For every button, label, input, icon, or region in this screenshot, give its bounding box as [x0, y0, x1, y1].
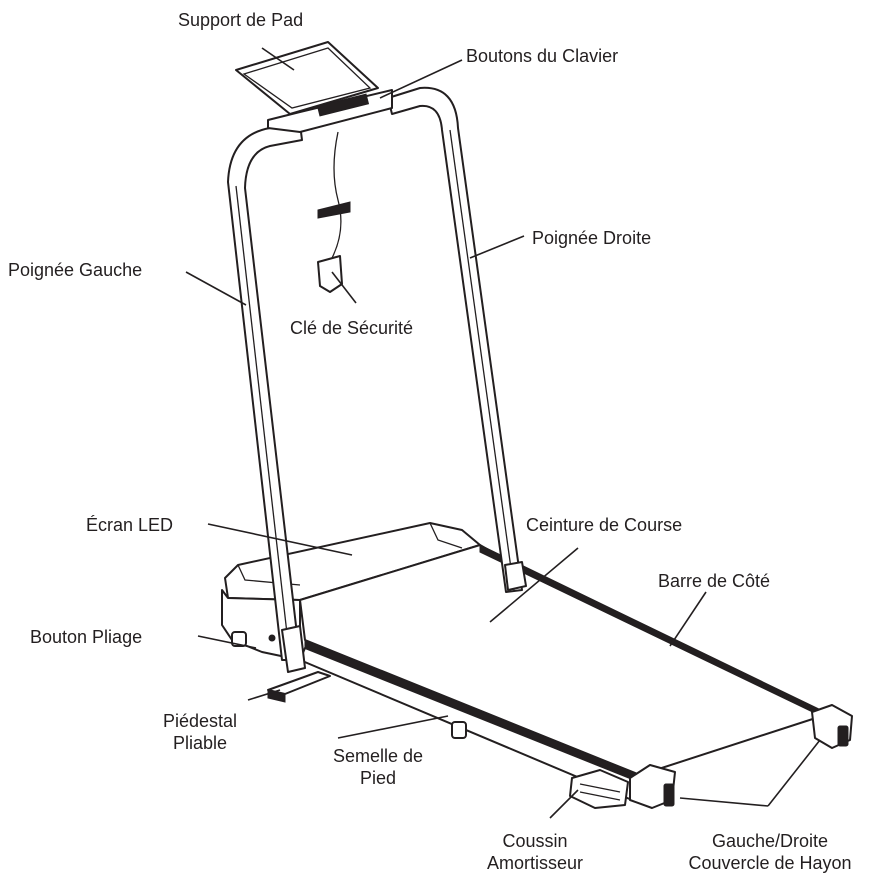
right-handle-label: Poignée Droite	[532, 228, 652, 248]
led-screen-label: Écran LED	[86, 515, 174, 535]
keypad-buttons-label: Boutons du Clavier	[466, 46, 619, 66]
folding-pedestal-label: Piédestal Pliable	[150, 710, 250, 754]
fold-button-label: Bouton Pliage	[30, 627, 143, 647]
side-bar-label: Barre de Côté	[658, 571, 771, 591]
safety-key-label: Clé de Sécurité	[290, 318, 414, 338]
folding-pedestal-label-line1: Piédestal	[162, 711, 238, 731]
treadmill-deck	[221, 522, 853, 809]
end-cover-label-line1: Gauche/Droite	[711, 831, 829, 851]
end-cover-label-line2: Couvercle de Hayon	[688, 853, 852, 873]
foot-pad-label-line1: Semelle de	[332, 746, 424, 766]
shock-cushion-label: Coussin Amortisseur	[470, 830, 600, 874]
running-belt-label: Ceinture de Course	[526, 515, 683, 535]
leader-lines	[185, 47, 821, 819]
console	[235, 41, 393, 293]
shock-cushion-label-line2: Amortisseur	[486, 853, 584, 873]
end-cover-label: Gauche/Droite Couvercle de Hayon	[672, 830, 868, 874]
foot-pad-label: Semelle de Pied	[318, 745, 438, 789]
foot-pad-label-line2: Pied	[359, 768, 397, 788]
pad-holder-label: Support de Pad	[178, 10, 304, 30]
folding-pedestal-label-line2: Pliable	[172, 733, 228, 753]
treadmill-handles	[227, 86, 527, 673]
left-handle-label: Poignée Gauche	[8, 260, 143, 280]
shock-cushion-label-line1: Coussin	[502, 831, 568, 851]
